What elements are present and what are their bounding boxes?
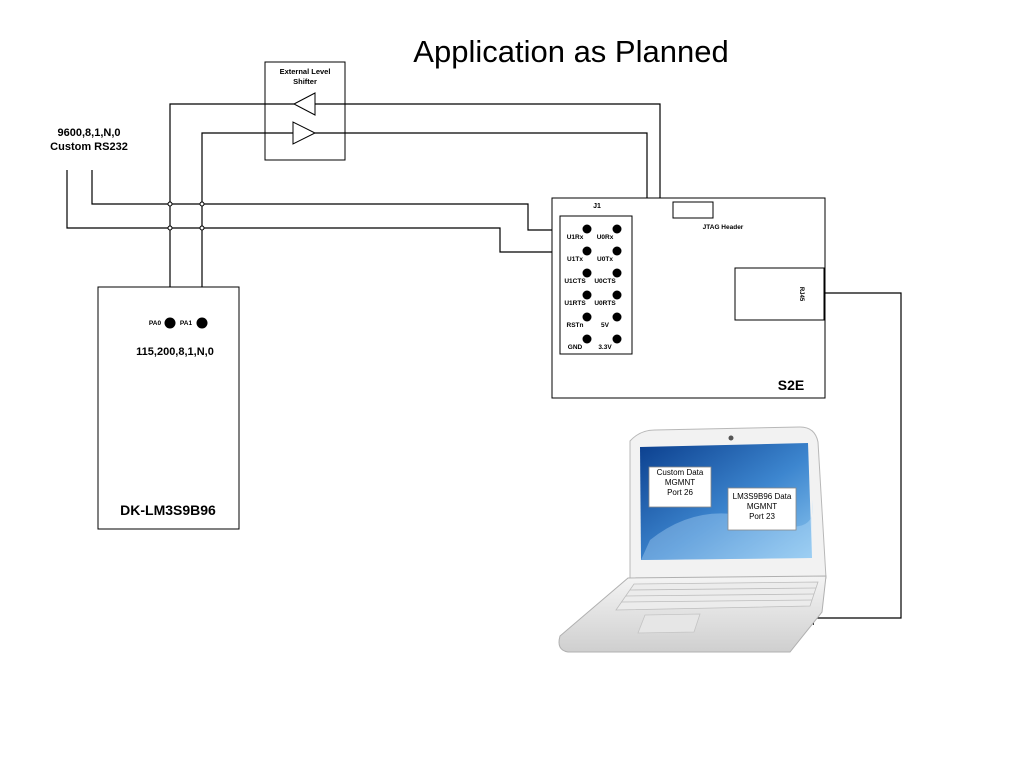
custom-box-line1: Custom Data bbox=[657, 468, 704, 477]
serial-config-line1: 9600,8,1,N,0 bbox=[58, 127, 121, 139]
dk-pin-pa1 bbox=[196, 317, 208, 329]
j1-pin-label-left: GND bbox=[568, 344, 583, 351]
j1-header bbox=[559, 215, 633, 355]
custom-box-line3: Port 26 bbox=[667, 488, 693, 497]
jtag-header bbox=[672, 201, 714, 219]
dk-pin-label-pa0: PA0 bbox=[149, 320, 162, 327]
level-shifter-label-line1: External Level bbox=[280, 67, 331, 76]
j1-label: J1 bbox=[593, 203, 601, 210]
lm-box-line2: MGMNT bbox=[747, 502, 777, 511]
j1-pin-left bbox=[582, 290, 592, 300]
dk-board-name: DK-LM3S9B96 bbox=[120, 502, 216, 518]
j1-pin-label-left: U1RTS bbox=[564, 300, 586, 307]
j1-pin-right bbox=[612, 224, 622, 234]
crossing-marks bbox=[167, 201, 205, 231]
j1-pin-left bbox=[582, 224, 592, 234]
j1-pin-label-right: 5V bbox=[601, 322, 610, 329]
j1-pin-label-left: U1Tx bbox=[567, 256, 583, 263]
j1-pin-right bbox=[612, 334, 622, 344]
page-title: Application as Planned bbox=[413, 34, 728, 69]
level-shifter: External Level Shifter bbox=[264, 61, 346, 161]
lm-box-line3: Port 23 bbox=[749, 512, 775, 521]
j1-pin-right bbox=[612, 268, 622, 278]
j1-pin-left bbox=[582, 312, 592, 322]
j1-pin-left bbox=[582, 334, 592, 344]
laptop-touchpad bbox=[637, 613, 701, 634]
custom-data-box bbox=[648, 466, 712, 508]
dk-pin-label-pa1: PA1 bbox=[180, 320, 193, 327]
j1-pin-label-right: U0Tx bbox=[597, 256, 613, 263]
j1-pin-label-right: U0Rx bbox=[597, 234, 614, 241]
level-shifter-label-line2: Shifter bbox=[293, 77, 317, 86]
j1-pin-label-left: U1CTS bbox=[564, 278, 586, 285]
laptop-keyboard bbox=[615, 581, 819, 611]
rj45-label: RJ45 bbox=[798, 287, 804, 302]
lm-box-line1: LM3S9B96 Data bbox=[733, 492, 792, 501]
serial-config-line2: Custom RS232 bbox=[50, 141, 128, 153]
jtag-label: JTAG Header bbox=[703, 224, 744, 231]
dk-pin-pa0 bbox=[164, 317, 176, 329]
j1-pin-right bbox=[612, 312, 622, 322]
dk-board: PA0 PA1 115,200,8,1,N,0 DK-LM3S9B96 bbox=[97, 286, 240, 530]
webcam-icon bbox=[728, 435, 734, 441]
j1-pin-right bbox=[612, 246, 622, 256]
custom-box-line2: MGMNT bbox=[665, 478, 695, 487]
dk-baud-config: 115,200,8,1,N,0 bbox=[136, 346, 214, 358]
j1-pin-left bbox=[582, 268, 592, 278]
rj45-jack bbox=[734, 267, 825, 321]
s2e-board-name: S2E bbox=[778, 377, 804, 393]
j1-pin-left bbox=[582, 246, 592, 256]
j1-pin-label-left: U1Rx bbox=[567, 234, 584, 241]
lm-data-box bbox=[727, 487, 797, 531]
j1-pin-right bbox=[612, 290, 622, 300]
j1-pin-label-right: U0RTS bbox=[594, 300, 616, 307]
j1-pin-label-left: RSTn bbox=[567, 322, 584, 329]
j1-pin-label-right: 3.3V bbox=[598, 344, 612, 351]
j1-pin-label-right: U0CTS bbox=[594, 278, 616, 285]
laptop: Custom Data MGMNT Port 26 LM3S9B96 Data … bbox=[558, 426, 827, 653]
